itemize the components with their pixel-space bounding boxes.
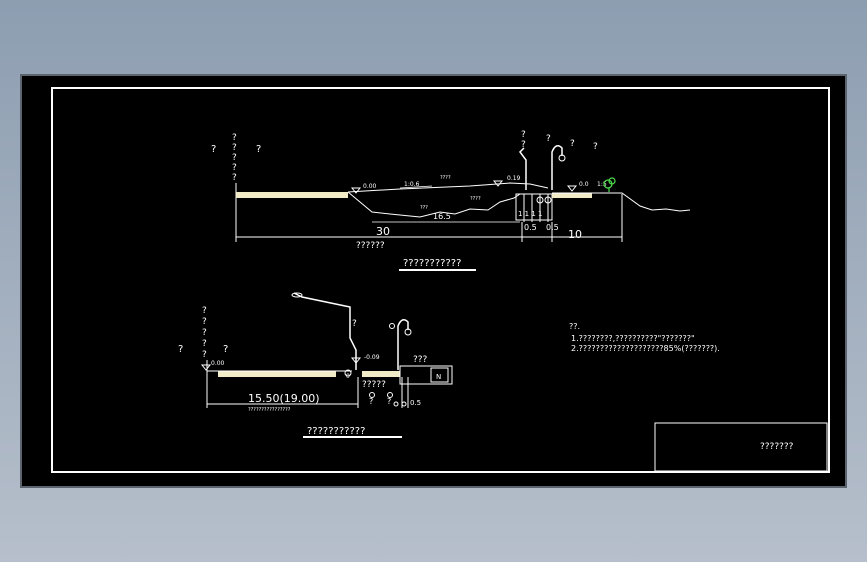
title-block-text: ??????? xyxy=(760,442,794,452)
s1-water-marker-right xyxy=(566,185,578,192)
s1-slope-right: 1:5 xyxy=(597,181,607,188)
drawing-frame xyxy=(51,87,830,473)
s1-ticks: 1 1 1 1 xyxy=(518,210,543,218)
s1-bed-low: ??? xyxy=(420,205,428,211)
s1-lamp-2-head xyxy=(558,154,566,162)
s1-dim-bed: 16.5 xyxy=(433,212,451,221)
s1-q-stack-5: ? xyxy=(232,173,237,183)
s2-dim-main: 15.50(19.00) xyxy=(248,392,320,405)
s1-q-stack-3: ? xyxy=(232,153,237,163)
s1-bank-right xyxy=(592,192,691,212)
s2-lamp-2-head xyxy=(404,328,412,336)
notes-block: ??. 1.????????,??????????"???????" 2.???… xyxy=(569,322,720,353)
s1-bank-left xyxy=(236,192,348,198)
s2-label-tree: ??? xyxy=(413,355,428,365)
s2-marker-c xyxy=(393,401,399,407)
s1-marker-b xyxy=(544,196,552,204)
s2-water-marker-left xyxy=(200,364,212,371)
s2-q-left: ? xyxy=(178,344,183,355)
s1-elev-mid: 0.19 xyxy=(507,175,521,182)
s1-label-total: ?????? xyxy=(356,241,385,251)
s1-lamp-1 xyxy=(519,147,527,190)
s1-q-stack-4: ? xyxy=(232,163,237,173)
s1-slope-left: 1:0.6 xyxy=(404,181,420,188)
s1-elev-right: 0.0 xyxy=(579,181,589,188)
s1-walkway xyxy=(552,193,592,198)
s2-title: ??????????? xyxy=(307,426,365,437)
s2-water-marker-mid xyxy=(350,357,362,364)
s2-elev-mid: -0.09 xyxy=(364,354,380,361)
s2-q-stack-2: ? xyxy=(202,317,207,327)
s2-dim-main-sub: ???????????????? xyxy=(248,407,291,413)
s2-marker-b xyxy=(387,392,393,398)
s2-lamp-head xyxy=(291,292,303,298)
s2-lamp-arm xyxy=(293,292,357,370)
section-2: ? ? ? ? ? ? ? 0.00 ? -0.09 0 N ??? ????? xyxy=(178,292,453,438)
s1-lamp-q3: ? xyxy=(546,134,551,144)
s2-q-stack-4: ? xyxy=(202,339,207,349)
s2-dim-small: 0.5 xyxy=(410,399,421,407)
s1-ground-top xyxy=(347,182,549,193)
s1-elev-left: 0.00 xyxy=(363,183,377,190)
s1-dim-right: 10 xyxy=(568,228,582,241)
s1-lamp-q4: ? xyxy=(570,139,575,149)
s2-q-right: ? xyxy=(223,344,228,355)
s1-bed-mid: ???? xyxy=(470,196,481,202)
s2-q-stack-1: ? xyxy=(202,306,207,316)
s2-q-under1: ? xyxy=(369,397,373,406)
s1-lamp-q5: ? xyxy=(593,142,598,152)
s2-box-inner xyxy=(430,367,449,383)
s2-lamp-q: ? xyxy=(352,319,357,329)
s1-tree-icon xyxy=(603,177,616,192)
s2-label-below: ????? xyxy=(362,380,386,390)
s1-wall xyxy=(515,193,553,221)
s1-lamp-q2: ? xyxy=(521,140,526,150)
notes-line-2: 2.????????????????????85%(???????). xyxy=(571,344,720,353)
s2-box xyxy=(399,365,453,385)
s1-q-left: ? xyxy=(211,144,216,155)
s1-dim-walk2: 0.5 xyxy=(546,223,559,232)
s1-lamp-2 xyxy=(551,145,563,190)
s2-q-stack-3: ? xyxy=(202,328,207,338)
s2-elev-left: 0.00 xyxy=(211,360,225,367)
s2-elev-center: 0 xyxy=(346,373,350,380)
s1-marker-a xyxy=(536,196,544,204)
s2-bank xyxy=(218,371,336,377)
s1-slope-leader xyxy=(399,185,433,189)
s1-title: ??????????? xyxy=(403,258,461,269)
s1-water-marker-mid xyxy=(492,180,504,187)
s2-marker-a xyxy=(369,392,375,398)
s1-q-right: ? xyxy=(256,144,261,155)
notes-heading: ??. xyxy=(569,322,580,331)
s1-dim-walk1: 0.5 xyxy=(524,223,537,232)
s1-water-marker-left xyxy=(350,187,362,194)
s1-dim-total: 30 xyxy=(376,225,390,238)
s2-lamp-2 xyxy=(397,319,409,370)
s2-label-n: N xyxy=(436,373,441,381)
s1-channel-profile xyxy=(347,191,550,218)
s2-walkway xyxy=(362,371,400,377)
s1-bed-label-left: ???? xyxy=(440,175,451,181)
s2-lamp-2-icon xyxy=(389,323,395,329)
s2-post-marker xyxy=(344,369,352,377)
section-1: ? ? ? ? ? ? ? 0.00 1:0.6 ???? ??? ???? 1… xyxy=(211,130,691,271)
s1-lamp-q1: ? xyxy=(521,130,526,140)
s1-q-stack-1: ? xyxy=(232,133,237,143)
s2-q-under2: ? xyxy=(387,397,391,406)
cad-viewport[interactable] xyxy=(20,74,847,488)
s2-marker-d xyxy=(401,401,407,407)
s2-q-stack-5: ? xyxy=(202,350,207,360)
title-block xyxy=(654,422,828,472)
notes-line-1: 1.????????,??????????"???????" xyxy=(571,334,695,343)
s1-q-stack-2: ? xyxy=(232,143,237,153)
